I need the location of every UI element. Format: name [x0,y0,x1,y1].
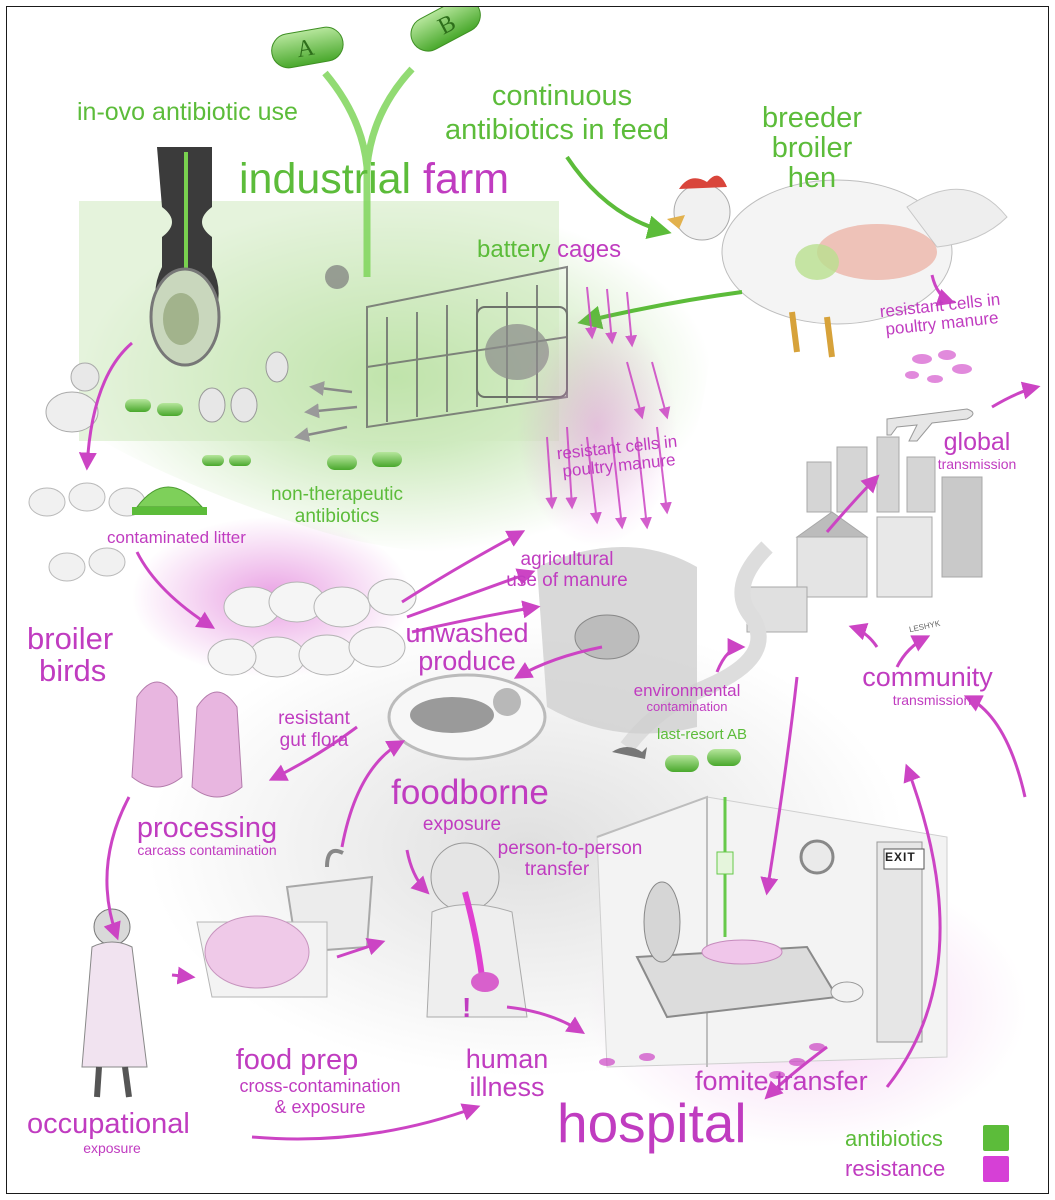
label-foodborne: foodborne [391,773,549,812]
label-human-1: human [465,1044,549,1074]
diagram-frame: A B [6,6,1049,1194]
label-person-2: transfer [524,859,590,880]
label-nontherapeutic-2: antibiotics [294,506,380,527]
label-food-prep-sub-2: & exposure [274,1097,366,1117]
label-continuous-2: antibiotics in feed [444,114,670,146]
label-processing: processing [136,812,278,844]
label-food-prep: food prep [235,1044,359,1076]
hatching-chick [45,362,100,433]
illustration: A B [28,7,1041,1147]
clock-icon [799,839,835,875]
raw-chicken-icon [196,915,328,998]
fomite-trail [599,1043,825,1079]
label-processing-sub: carcass contamination [137,842,277,858]
label-hospital: hospital [557,1092,747,1154]
small-capsules [125,399,741,772]
label-foodborne-sub: exposure [422,814,502,835]
label-community-sub: transmission [892,692,972,708]
label-environmental: environmental [633,681,741,700]
exit-sign: EXIT [885,850,916,864]
label-global: global [943,428,1011,456]
antibiotic-stream [322,66,415,277]
manure-streams [545,286,672,530]
broiler-birds [207,578,417,678]
label-agricultural-2: use of manure [506,570,628,591]
label-unwashed-1: unwashed [405,618,529,648]
fish-icon [612,747,647,759]
label-food-prep-sub-1: cross-contamination [239,1076,401,1096]
label-community: community [862,662,993,692]
label-continuous-1: continuous [491,80,633,112]
feeder-icon [132,486,207,515]
label-last-resort: last-resort AB [657,726,748,743]
label-contaminated-litter: contaminated litter [107,528,246,547]
label-in-ovo: in-ovo antibiotic use [77,98,298,126]
title-industrial-farm: industrial farm [239,155,510,203]
bedpan-icon [830,981,864,1003]
label-unwashed-2: produce [418,646,516,676]
fan-icon [325,265,349,289]
label-battery-cages: battery cages [477,237,621,262]
label-nontherapeutic-1: non-therapeutic [270,484,404,505]
label-resistant-gut-2: gut flora [279,730,349,751]
label-fomite: fomite transfer [695,1066,868,1096]
label-human-2: illness [469,1072,545,1102]
label-global-sub: transmission [937,456,1017,472]
worker-icon [81,908,148,1098]
label-occupational-sub: exposure [83,1140,141,1156]
label-cages: cages [557,236,622,263]
title-industrial: industrial [239,155,412,203]
legend-resistance-label: resistance [845,1156,946,1181]
label-environmental-sub: contamination [646,699,728,714]
exclamation-icon: ! [462,992,471,1023]
legend-resistance-swatch [983,1156,1009,1182]
label-broiler-birds-2: birds [39,653,107,688]
resistance-arrows [78,274,1041,1141]
plate-icon [387,673,547,761]
label-broiler: broiler [771,132,853,164]
label-broiler-birds-1: broiler [27,621,114,656]
label-hen: hen [787,162,837,194]
hospital-room [596,795,948,1068]
label-resistant-gut-1: resistant [278,708,350,729]
carcasses [131,681,243,798]
sick-person-icon: ! [426,842,528,1023]
breeder-hen-icon [667,175,1008,358]
hen-droppings [905,350,972,383]
label-occupational: occupational [27,1108,190,1140]
label-breeder: breeder [762,102,862,134]
title-farm: farm [423,155,510,203]
label-agricultural-1: agricultural [520,549,614,570]
capsule-a: A [271,26,344,69]
label-person-1: person-to-person [497,838,643,859]
capsule-a-letter: A [295,34,317,63]
legend-antibiotics-label: antibiotics [845,1126,943,1151]
label-battery: battery [477,236,551,263]
capsule-b: B [410,7,481,52]
legend-antibiotics-swatch [983,1125,1009,1151]
airplane-icon [886,408,974,442]
